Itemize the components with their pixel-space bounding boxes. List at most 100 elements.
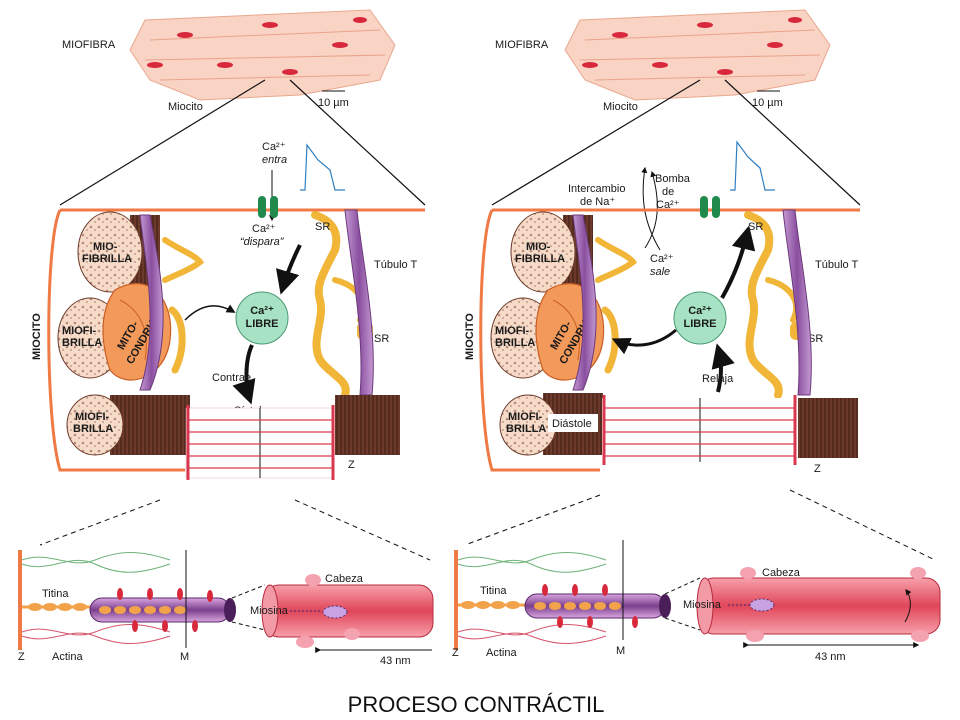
- cell-membrane-side: [47, 209, 185, 472]
- myosin-label: Miosina: [250, 605, 289, 617]
- ca-free-label-1: Ca²⁺: [250, 305, 274, 317]
- cell-label: MIOCITO: [464, 313, 476, 360]
- sr-label-2: SR: [374, 333, 389, 345]
- actin-filament: [457, 632, 607, 644]
- zoom-dash: [664, 577, 701, 595]
- ca-free-label-1: Ca²⁺: [688, 305, 712, 317]
- ttubule-label: Túbulo T: [815, 259, 858, 271]
- myofibril-mid-label-1: MIOFI-: [62, 325, 97, 337]
- ca-leaves-label-1: Ca²⁺: [650, 253, 674, 265]
- z-bottom-label: Z: [18, 651, 25, 663]
- cell-label: MIOCITO: [31, 313, 43, 360]
- pump-label-3: Ca²⁺: [656, 199, 680, 211]
- zoom-dash: [664, 617, 701, 631]
- nm-label: 43 nm: [380, 655, 411, 667]
- pump-label-2: de: [662, 186, 674, 198]
- zoom-line: [491, 79, 701, 206]
- titin-label: Titina: [42, 588, 69, 600]
- myocyte-label: Miocito: [168, 101, 203, 113]
- zoom-dash: [294, 499, 431, 561]
- sr-release-arrow: [276, 244, 302, 295]
- ca-leaves-label-2: sale: [650, 266, 670, 278]
- ca-enters-label-1: Ca²⁺: [262, 141, 286, 153]
- titin-label: Titina: [480, 585, 507, 597]
- pump-label-1: Bomba: [655, 173, 691, 185]
- zoom-dash: [464, 494, 601, 546]
- myofibril-top-label-1: MIO-: [93, 241, 118, 253]
- phase-label: Diástole: [552, 418, 592, 430]
- myosin-tube-detail: [261, 574, 434, 648]
- sr-branch: [162, 237, 205, 283]
- myofibril-bot-label-2: BRILLA: [506, 423, 546, 435]
- myofiber-label: MIOFIBRA: [495, 39, 549, 51]
- sr-label: SR: [315, 221, 330, 233]
- scale-label: 10 µm: [318, 97, 349, 109]
- ttubule-label: Túbulo T: [374, 259, 417, 271]
- contract-arrow: [232, 344, 256, 405]
- phase-label-bg: [548, 414, 598, 432]
- sr-uptake-arrow: [720, 225, 756, 299]
- actin-filament: [21, 624, 171, 636]
- myofiber-label: MIOFIBRA: [62, 39, 116, 51]
- filament-green: [21, 559, 171, 573]
- zoom-dash: [39, 499, 161, 546]
- mito-uptake-arrow: [611, 328, 677, 355]
- myofibril-bottom: [66, 394, 190, 456]
- calcium-free-pool: [235, 291, 289, 345]
- nm-label: 43 nm: [815, 651, 846, 663]
- zoom-line: [724, 79, 861, 206]
- zoom-line: [289, 79, 426, 206]
- actin-label: Actina: [486, 647, 517, 659]
- action-label: Contrae: [212, 372, 251, 384]
- ca-triggers-label-1: Ca²⁺: [252, 223, 276, 235]
- sr-branch: [168, 306, 186, 374]
- t-tubule-left: [572, 214, 597, 391]
- t-tubule-right: [344, 209, 374, 396]
- sr-branch: [595, 237, 638, 283]
- titin: [22, 603, 100, 611]
- sr-label: SR: [748, 221, 763, 233]
- zoom-dash: [789, 489, 936, 561]
- filament-green: [457, 559, 607, 573]
- thick-filament: [89, 588, 236, 632]
- myofibril-mid-label-2: BRILLA: [62, 337, 102, 349]
- calcium-free-pool: [673, 291, 727, 345]
- calcium-channel: [700, 196, 720, 218]
- myofibril-bot-label-2: BRILLA: [73, 423, 113, 435]
- titin: [458, 601, 530, 609]
- filament-green: [457, 552, 607, 564]
- m-label: M: [616, 645, 625, 657]
- sr-branch: [601, 306, 619, 374]
- zoom-dash: [231, 584, 266, 599]
- myofibril-top-label-2: FIBRILLA: [515, 253, 565, 265]
- sarcomere-relaxed: [602, 395, 797, 465]
- actin-label: Actina: [52, 651, 83, 663]
- myosin-tube-detail: [696, 567, 941, 642]
- thick-filament: [524, 584, 671, 628]
- cell-membrane-side: [479, 209, 600, 472]
- myofibril-top-label-1: MIO-: [526, 241, 551, 253]
- calcium-channel: [258, 196, 278, 218]
- sarcoplasmic-reticulum: [311, 211, 350, 399]
- exchanger-label-1: Intercambio: [568, 183, 625, 195]
- myofiber-illustration: [564, 9, 831, 101]
- sr-branch: [765, 277, 800, 323]
- t-tubule-left: [139, 214, 164, 391]
- exchanger-arrow: [644, 170, 658, 249]
- t-tubule-right: [782, 209, 812, 396]
- myofibril-bottom-right: [335, 395, 400, 455]
- ca-free-label-2: LIBRE: [246, 318, 279, 330]
- ca-triggers-label-2: “dispara”: [240, 236, 285, 248]
- zoom-dash: [231, 621, 266, 631]
- z-label: Z: [348, 459, 355, 471]
- action-potential-trace: [300, 143, 345, 191]
- sr-label-2: SR: [808, 333, 823, 345]
- scale-label: 10 µm: [752, 97, 783, 109]
- action-potential-trace: [730, 140, 775, 191]
- pump-arrow: [641, 166, 661, 251]
- head-label: Cabeza: [762, 567, 801, 579]
- panel-right: MIOFIBRA Miocito 10 µm Intercambio de Na…: [452, 9, 941, 663]
- page-title: PROCESO CONTRÁCTIL: [348, 692, 605, 717]
- actin-filament: [21, 632, 171, 644]
- sarcomere-contracted: [185, 405, 335, 480]
